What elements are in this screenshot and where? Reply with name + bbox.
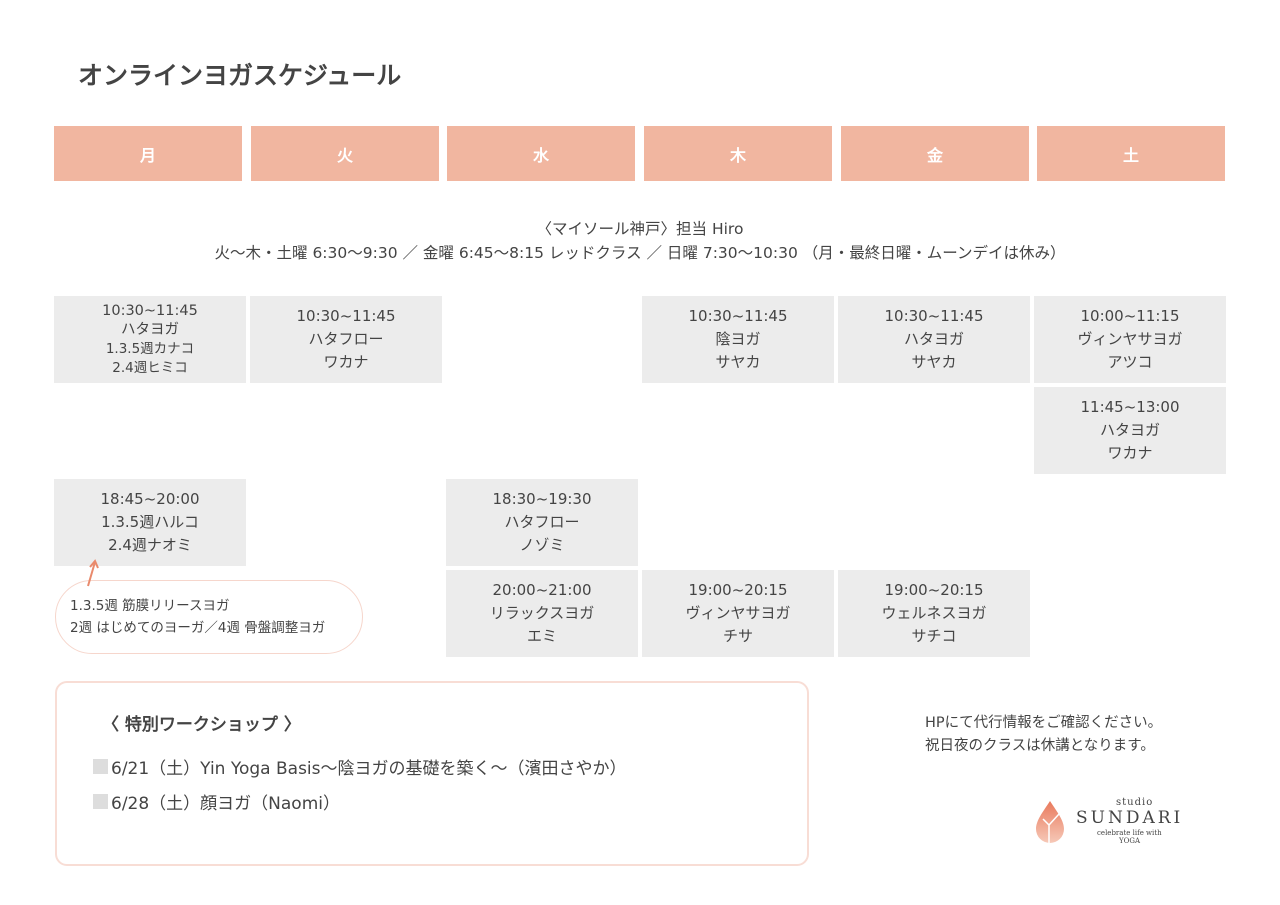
day-header-tue: 火 bbox=[251, 126, 439, 181]
workshop-box: 〈 特別ワークショップ 〉 6/21（土）Yin Yoga Basis〜陰ヨガの… bbox=[55, 681, 809, 866]
studio-logo: studio SUNDARI celebrate life with YOGA bbox=[1034, 797, 1204, 847]
class-time: 10:00~11:15 bbox=[1080, 307, 1180, 325]
logo-studio: studio bbox=[1116, 797, 1154, 808]
note-line: 2週 はじめてのヨーガ／4週 骨盤調整ヨガ bbox=[70, 620, 326, 636]
class-cell: 10:30~11:45 陰ヨガサヤカ bbox=[642, 296, 834, 383]
class-detail: ハタヨガ bbox=[1099, 421, 1160, 439]
class-detail: ヴィンヤサヨガ bbox=[685, 604, 791, 622]
workshop-item-text: 6/28（土）顔ヨガ（Naomi） bbox=[111, 794, 340, 814]
class-cell: 19:00~20:15 ヴィンヤサヨガチサ bbox=[642, 570, 834, 657]
note-line: 1.3.5週 筋膜リリースヨガ bbox=[70, 598, 230, 614]
class-time: 11:45~13:00 bbox=[1080, 398, 1180, 416]
class-detail: 1.3.5週カナコ bbox=[105, 340, 195, 357]
day-header-fri: 金 bbox=[841, 126, 1029, 181]
class-cell: 18:30~19:30 ハタフローノゾミ bbox=[446, 479, 638, 566]
info-line: HPにて代行情報をご確認ください。 bbox=[925, 715, 1163, 731]
class-time: 10:30~11:45 bbox=[688, 307, 788, 325]
class-cell: 10:00~11:15 ヴィンヤサヨガアツコ bbox=[1034, 296, 1226, 383]
class-detail: ワカナ bbox=[323, 353, 369, 371]
class-detail: ハタフロー bbox=[308, 330, 384, 348]
info-text: HPにて代行情報をご確認ください。 祝日夜のクラスは休講となります。 bbox=[925, 712, 1162, 758]
info-line: 祝日夜のクラスは休講となります。 bbox=[925, 738, 1155, 754]
logo-tagline: celebrate life with bbox=[1097, 829, 1162, 837]
class-detail: チサ bbox=[722, 627, 753, 645]
arrow-icon bbox=[87, 559, 99, 587]
workshop-item: 6/28（土）顔ヨガ（Naomi） bbox=[93, 789, 340, 814]
class-time: 20:00~21:00 bbox=[492, 581, 592, 599]
class-detail: ワカナ bbox=[1107, 444, 1153, 462]
day-header-sat: 土 bbox=[1037, 126, 1225, 181]
class-detail: ノゾミ bbox=[519, 536, 565, 554]
class-cell: 10:30~11:45 ハタヨガサヤカ bbox=[838, 296, 1030, 383]
monday-note: 1.3.5週 筋膜リリースヨガ 2週 はじめてのヨーガ／4週 骨盤調整ヨガ bbox=[55, 580, 363, 654]
class-time: 10:30~11:45 bbox=[296, 307, 396, 325]
studio-info-line1: 〈マイソール神戸〉担当 Hiro bbox=[536, 220, 744, 238]
class-cell: 10:30~11:45 ハタヨガ 1.3.5週カナコ 2.4週ヒミコ bbox=[54, 296, 246, 383]
bullet-square-icon bbox=[93, 759, 108, 774]
class-cell: 10:30~11:45 ハタフローワカナ bbox=[250, 296, 442, 383]
class-detail: アツコ bbox=[1107, 353, 1153, 371]
workshop-title: 〈 特別ワークショップ 〉 bbox=[102, 715, 301, 735]
bullet-square-icon bbox=[93, 794, 108, 809]
class-cell: 11:45~13:00 ハタヨガワカナ bbox=[1034, 387, 1226, 474]
class-time: 18:30~19:30 bbox=[492, 490, 592, 508]
lotus-drop-icon bbox=[1036, 801, 1064, 843]
class-time: 19:00~20:15 bbox=[884, 581, 984, 599]
class-detail: ヴィンヤサヨガ bbox=[1077, 330, 1183, 348]
class-time: 18:45~20:00 bbox=[100, 490, 200, 508]
class-detail: エミ bbox=[526, 627, 557, 645]
class-detail: 2.4週ヒミコ bbox=[112, 359, 188, 376]
class-detail: 2.4週ナオミ bbox=[108, 536, 192, 554]
workshop-item-text: 6/21（土）Yin Yoga Basis〜陰ヨガの基礎を築く〜（濱田さやか） bbox=[111, 759, 627, 779]
class-detail: ウェルネスヨガ bbox=[881, 604, 987, 622]
class-cell: 19:00~20:15 ウェルネスヨガサチコ bbox=[838, 570, 1030, 657]
class-detail: リラックスヨガ bbox=[489, 604, 595, 622]
class-cell: 18:45~20:00 1.3.5週ハルコ 2.4週ナオミ bbox=[54, 479, 246, 566]
studio-info-line2: 火〜木・土曜 6:30〜9:30 ／ 金曜 6:45〜8:15 レッドクラス ／… bbox=[214, 244, 1066, 262]
class-detail: ハタヨガ bbox=[903, 330, 964, 348]
class-cell: 20:00~21:00 リラックスヨガエミ bbox=[446, 570, 638, 657]
day-header-thu: 木 bbox=[644, 126, 832, 181]
class-detail: ハタヨガ bbox=[121, 321, 179, 338]
class-time: 10:30~11:45 bbox=[102, 302, 198, 319]
day-header-wed: 水 bbox=[447, 126, 635, 181]
logo-yoga: YOGA bbox=[1119, 837, 1141, 845]
class-detail: ハタフロー bbox=[504, 513, 580, 531]
page-title: オンラインヨガスケジュール bbox=[78, 61, 402, 90]
class-time: 10:30~11:45 bbox=[884, 307, 984, 325]
class-time: 19:00~20:15 bbox=[688, 581, 788, 599]
class-detail: 1.3.5週ハルコ bbox=[101, 513, 199, 531]
class-detail: サヤカ bbox=[911, 353, 957, 371]
class-detail: 陰ヨガ bbox=[715, 330, 761, 348]
workshop-item: 6/21（土）Yin Yoga Basis〜陰ヨガの基礎を築く〜（濱田さやか） bbox=[93, 754, 627, 779]
logo-name: SUNDARI bbox=[1076, 808, 1184, 828]
class-detail: サチコ bbox=[911, 627, 957, 645]
day-header-mon: 月 bbox=[54, 126, 242, 181]
class-detail: サヤカ bbox=[715, 353, 761, 371]
